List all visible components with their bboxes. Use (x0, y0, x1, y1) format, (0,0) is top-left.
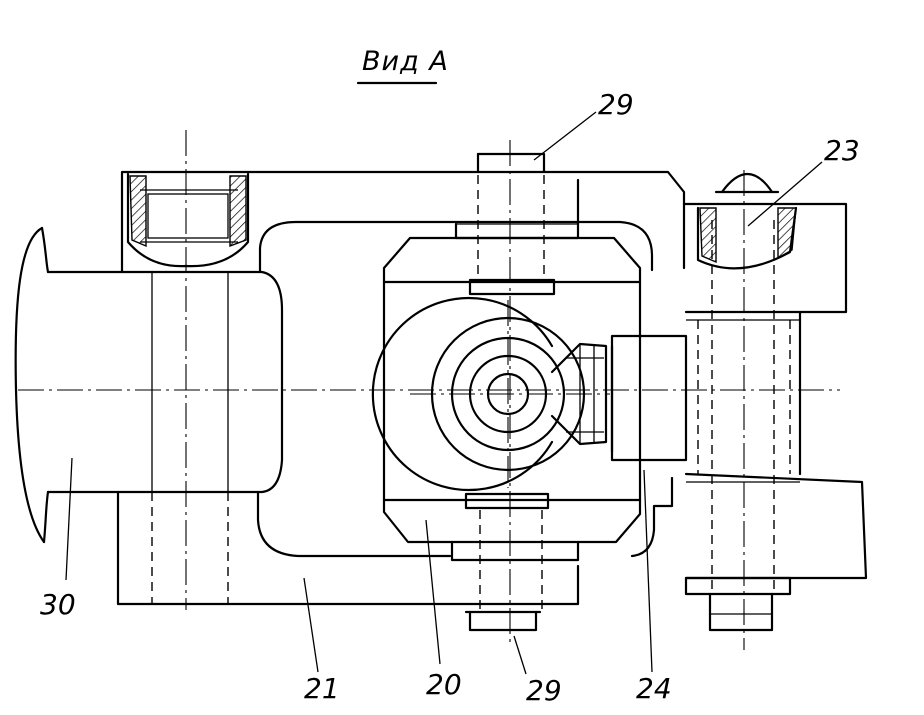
label-21: 21 (304, 672, 340, 705)
bolt-29-bottom (450, 510, 580, 632)
view-title: Вид А (362, 46, 449, 77)
part-30-shaft-end (14, 226, 284, 544)
part-24-block (610, 334, 688, 462)
threaded-boss-section (126, 172, 250, 268)
label-24: 24 (636, 672, 672, 705)
part-20-cross (371, 236, 642, 544)
label-23: 23 (824, 134, 860, 167)
bolt-29-top (454, 152, 580, 282)
label-30: 30 (40, 588, 76, 621)
leader-lines (65, 111, 823, 675)
right-housing (682, 173, 868, 596)
label-29-bottom: 29 (526, 674, 562, 707)
label-29-top: 29 (598, 88, 634, 121)
part-21-yoke (116, 170, 686, 606)
bottom-right-bolt (708, 592, 774, 632)
centerlines (18, 130, 840, 650)
label-20: 20 (426, 668, 462, 701)
